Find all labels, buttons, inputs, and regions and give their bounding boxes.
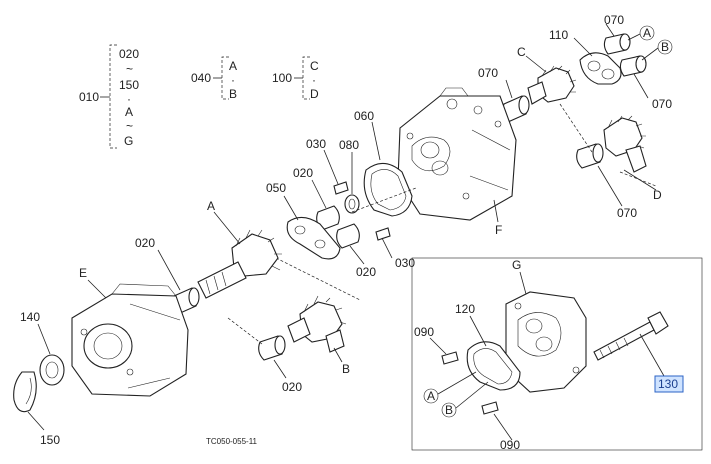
- bushing-020-center: [316, 205, 360, 249]
- pin-030-top: [333, 181, 349, 195]
- inset-frame: [411, 257, 703, 451]
- legend-010-row: G: [124, 134, 133, 148]
- label-A: A: [427, 389, 435, 403]
- label-F: F: [495, 223, 502, 237]
- legend-040-code: 040: [191, 71, 211, 85]
- label-080: 080: [339, 138, 359, 152]
- legend-group-100: 100 C · D: [272, 56, 319, 101]
- plate-110: [579, 52, 622, 85]
- housing-F: [397, 87, 517, 221]
- legend-100-row: D: [310, 87, 319, 101]
- label-060: 060: [354, 109, 374, 123]
- legend-010-row: 150: [119, 78, 139, 92]
- legend-010-tilde: ~: [126, 62, 133, 76]
- cover-E: [71, 283, 189, 397]
- label-070: 070: [478, 66, 498, 80]
- label-030: 030: [395, 256, 415, 270]
- pin-090-top: [441, 351, 459, 365]
- label-130: 130: [658, 377, 678, 391]
- label-070: 070: [617, 206, 637, 220]
- circle-marker: [657, 39, 673, 55]
- seal-080: [344, 194, 360, 214]
- label-G: G: [512, 258, 521, 272]
- label-B: B: [661, 40, 669, 54]
- snap-ring-150: [13, 371, 37, 413]
- bushing-070-right: [619, 55, 647, 77]
- legend-040-row: B: [229, 87, 237, 101]
- bushing-070-lower: [576, 143, 604, 169]
- legend-010-code: 010: [79, 90, 99, 104]
- label-090: 090: [500, 438, 520, 452]
- bushing-020-bottom: [258, 335, 286, 361]
- circle-marker: [441, 402, 457, 418]
- label-020: 020: [356, 265, 376, 279]
- pin-090-bottom: [481, 401, 499, 415]
- label-C: C: [517, 45, 526, 59]
- label-B: B: [342, 362, 350, 376]
- legend-010-row: 020: [119, 47, 139, 61]
- label-E: E: [79, 266, 87, 280]
- drive-gear-A: [197, 229, 282, 299]
- label-110: 110: [549, 28, 568, 42]
- label-120: 120: [455, 302, 475, 316]
- legend-100-code: 100: [272, 71, 292, 85]
- gasket-120: [466, 341, 521, 391]
- label-D: D: [653, 188, 662, 202]
- label-020: 020: [282, 380, 302, 394]
- legend-040-dot: ·: [231, 73, 235, 87]
- legend-100-row: C: [310, 59, 319, 73]
- label-020: 020: [135, 236, 155, 250]
- legend-010-dot: ·: [127, 92, 131, 106]
- driven-gear-B: [287, 295, 347, 353]
- bolt-130: [593, 311, 669, 361]
- label-A: A: [207, 199, 215, 213]
- label-130-highlight: 130: [654, 375, 684, 393]
- bushing-070-top: [603, 33, 631, 55]
- part-labels: 070 A B 110 C 070 070 060 030 080 020 05…: [20, 13, 684, 452]
- label-070: 070: [652, 97, 672, 111]
- gear-C: [527, 65, 577, 105]
- legend-100-dot: ·: [312, 73, 316, 87]
- gear-D: [603, 115, 647, 173]
- legend-group-040: 040 A · B: [191, 56, 237, 101]
- legend-010-tilde: ~: [126, 119, 133, 133]
- oil-seal-140: [39, 354, 65, 386]
- label-A: A: [643, 26, 651, 40]
- label-070: 070: [604, 13, 624, 27]
- label-140: 140: [20, 310, 40, 324]
- label-030: 030: [306, 137, 326, 151]
- legend-group-010: 010 020 ~ 150 · A ~ G: [79, 44, 139, 149]
- leader-lines: [27, 23, 665, 441]
- circle-marker: [639, 25, 655, 41]
- label-150: 150: [40, 433, 60, 447]
- legend-040-row: A: [229, 59, 237, 73]
- drawing-code: TC050-055-11: [206, 437, 258, 446]
- bushing-020-left: [172, 287, 200, 315]
- plate-050: [286, 216, 341, 260]
- label-050: 050: [266, 181, 286, 195]
- circle-marker: [423, 388, 439, 404]
- pin-030-bottom: [375, 227, 391, 241]
- label-B: B: [445, 403, 453, 417]
- legend-010-row: A: [125, 105, 133, 119]
- label-020: 020: [293, 166, 313, 180]
- label-090: 090: [414, 325, 434, 339]
